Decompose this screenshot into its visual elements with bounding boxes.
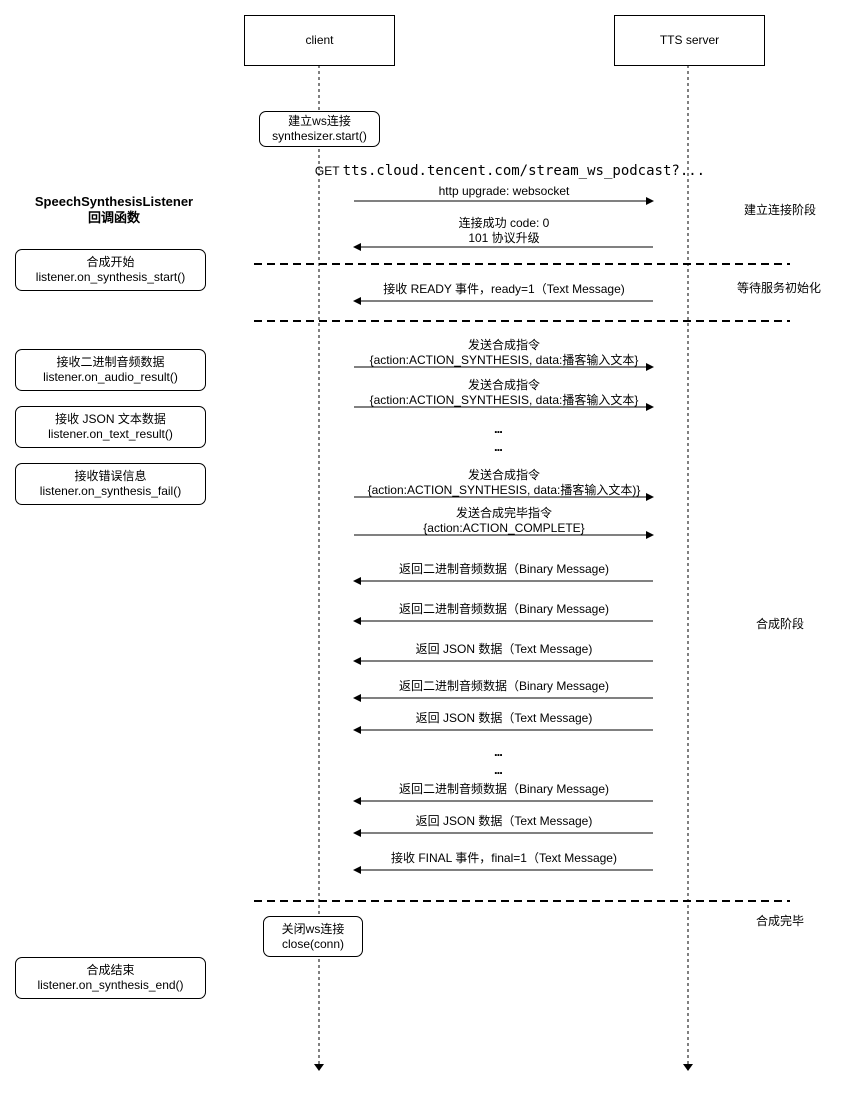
callback-5-line-1: 合成结束 — [86, 963, 135, 977]
callback-2-line-2: listener.on_audio_result() — [43, 370, 178, 384]
callback-3-line-1: 接收 JSON 文本数据 — [55, 412, 166, 426]
binary-4-label: 返回二进制音频数据（Binary Message) — [398, 782, 610, 796]
get-request-label: GET tts.cloud.tencent.com/stream_ws_podc… — [290, 162, 730, 180]
callback-synthesis-fail: 接收错误信息 listener.on_synthesis_fail() — [15, 463, 206, 505]
complete-line-2: {action:ACTION_COMPLETE} — [423, 521, 585, 535]
synth-3-line-1: 发送合成指令 — [467, 468, 540, 482]
start-connection-box: 建立ws连接 synthesizer.start() — [259, 111, 380, 147]
server-lifeline-end-arrow — [683, 1064, 693, 1071]
binary-3-label: 返回二进制音频数据（Binary Message) — [398, 679, 610, 693]
connect-ok-line-1: 连接成功 code: 0 — [458, 216, 550, 230]
binary-2-label: 返回二进制音频数据（Binary Message) — [398, 602, 610, 616]
binary-1-label: 返回二进制音频数据（Binary Message) — [398, 562, 610, 576]
ellipsis-4: ... — [494, 762, 503, 777]
json-3-label: 返回 JSON 数据（Text Message) — [415, 814, 593, 828]
callback-synthesis-start: 合成开始 listener.on_synthesis_start() — [15, 249, 206, 291]
final-label: 接收 FINAL 事件，final=1（Text Message) — [391, 851, 617, 865]
synth-1-line-1: 发送合成指令 — [467, 338, 540, 352]
json-1-label: 返回 JSON 数据（Text Message) — [415, 642, 593, 656]
close-line-1: 关闭ws连接 — [281, 921, 345, 936]
ellipsis-1: ... — [494, 421, 503, 436]
ready-label: 接收 READY 事件，ready=1（Text Message) — [383, 282, 625, 296]
callback-synthesis-end: 合成结束 listener.on_synthesis_end() — [15, 957, 206, 999]
client-participant: client — [244, 15, 395, 66]
synth-2-line-2: {action:ACTION_SYNTHESIS, data:播客输入文本} — [369, 393, 639, 407]
ellipsis-3: ... — [494, 744, 503, 759]
synth-1-line-2: {action:ACTION_SYNTHESIS, data:播客输入文本} — [369, 353, 639, 367]
connect-ok-line-2: 101 协议升级 — [468, 231, 540, 245]
callback-4-line-1: 接收错误信息 — [74, 469, 147, 483]
synth-3-label: 发送合成指令 {action:ACTION_SYNTHESIS, data:播客… — [334, 468, 674, 498]
start-line-2: synthesizer.start() — [272, 129, 367, 143]
synth-3-line-2: {action:ACTION_SYNTHESIS, data:播客输入文本)} — [367, 483, 641, 497]
listener-heading: SpeechSynthesisListener 回调函数 — [14, 194, 214, 226]
client-label: client — [305, 33, 334, 47]
phase-done: 合成完毕 — [756, 914, 805, 928]
close-line-2: close(conn) — [281, 936, 345, 951]
complete-label: 发送合成完毕指令 {action:ACTION_COMPLETE} — [354, 506, 654, 536]
listener-title: SpeechSynthesisListener — [34, 194, 194, 209]
callback-4-line-2: listener.on_synthesis_fail() — [39, 484, 182, 498]
callback-audio-result: 接收二进制音频数据 listener.on_audio_result() — [15, 349, 206, 391]
connect-ok-label: 连接成功 code: 0 101 协议升级 — [354, 216, 654, 246]
callback-3-line-2: listener.on_text_result() — [48, 427, 173, 441]
callback-2-line-1: 接收二进制音频数据 — [56, 355, 165, 369]
listener-subtitle: 回调函数 — [87, 210, 140, 225]
synth-1-label: 发送合成指令 {action:ACTION_SYNTHESIS, data:播客… — [334, 338, 674, 368]
get-prefix: GET — [314, 164, 343, 178]
start-line-1: 建立ws连接 — [288, 114, 351, 128]
phase-connect: 建立连接阶段 — [744, 203, 817, 217]
phase-synthesis: 合成阶段 — [756, 617, 805, 631]
upgrade-label: http upgrade: websocket — [438, 184, 570, 198]
get-url: tts.cloud.tencent.com/stream_ws_podcast?… — [342, 163, 706, 179]
synth-2-label: 发送合成指令 {action:ACTION_SYNTHESIS, data:播客… — [334, 378, 674, 408]
synth-2-line-1: 发送合成指令 — [467, 378, 540, 392]
server-participant: TTS server — [614, 15, 765, 66]
server-label: TTS server — [659, 33, 720, 47]
client-lifeline-end-arrow — [314, 1064, 324, 1071]
ellipsis-2: ... — [494, 439, 503, 454]
callback-text-result: 接收 JSON 文本数据 listener.on_text_result() — [15, 406, 206, 448]
complete-line-1: 发送合成完毕指令 — [455, 506, 552, 520]
callback-5-line-2: listener.on_synthesis_end() — [37, 978, 184, 992]
phase-wait: 等待服务初始化 — [737, 281, 822, 295]
callback-1-line-2: listener.on_synthesis_start() — [35, 270, 186, 284]
json-2-label: 返回 JSON 数据（Text Message) — [415, 711, 593, 725]
close-connection-box: 关闭ws连接 close(conn) — [263, 916, 363, 957]
callback-1-line-1: 合成开始 — [86, 255, 135, 269]
